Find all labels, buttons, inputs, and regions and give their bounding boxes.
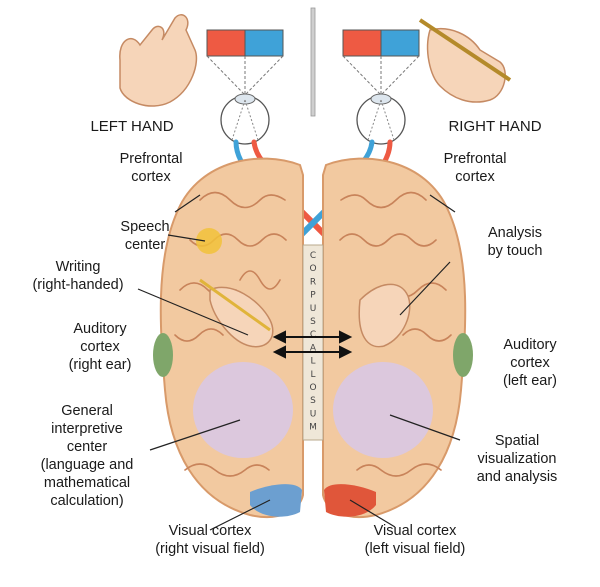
left-auditory-region bbox=[153, 333, 173, 377]
callosum-letter: S bbox=[310, 396, 316, 406]
prefrontal-left-label: Prefrontal cortex bbox=[119, 151, 183, 185]
spatial-label: Spatial visualization and analysis bbox=[476, 433, 558, 485]
callosum-arrows bbox=[272, 330, 353, 359]
right-auditory-region bbox=[453, 333, 473, 377]
right-visual-field-box bbox=[342, 29, 420, 96]
left-interpretive-region bbox=[193, 362, 293, 458]
general-interpretive-label: General interpretive center (language an… bbox=[40, 403, 134, 509]
visual-right-label: Visual cortex (left visual field) bbox=[364, 523, 466, 557]
analysis-touch-label: Analysis by touch bbox=[487, 225, 543, 259]
left-hand-label: LEFT HAND bbox=[90, 118, 174, 135]
callosum-letter: A bbox=[310, 343, 317, 353]
writing-hand-icon bbox=[199, 278, 274, 348]
speech-center-label: Speech center bbox=[120, 219, 170, 253]
callosum-letter: O bbox=[309, 264, 316, 274]
right-eye-icon bbox=[356, 93, 406, 145]
left-visual-field-box bbox=[206, 29, 284, 96]
touch-hand-icon bbox=[358, 283, 411, 348]
auditory-right-label: Auditory cortex (left ear) bbox=[503, 337, 557, 389]
leader-lines bbox=[137, 194, 461, 531]
callosum-letter: U bbox=[310, 304, 317, 314]
divider-bar bbox=[310, 7, 316, 117]
callosum-letter: C bbox=[310, 251, 316, 261]
right-hand-label: RIGHT HAND bbox=[448, 118, 542, 135]
right-spatial-region bbox=[333, 362, 433, 458]
speech-center-region bbox=[196, 228, 222, 254]
callosum-letter: S bbox=[310, 317, 316, 327]
corpus-callosum bbox=[302, 244, 324, 441]
callosum-letter: C bbox=[310, 330, 316, 340]
visual-left-label: Visual cortex (right visual field) bbox=[155, 523, 265, 557]
auditory-left-label: Auditory cortex (right ear) bbox=[68, 321, 132, 373]
callosum-letter: P bbox=[310, 291, 316, 301]
callosum-letter: O bbox=[309, 383, 316, 393]
writing-label: Writing (right-handed) bbox=[32, 259, 124, 293]
left-hand-icon bbox=[119, 14, 198, 107]
callosum-letter: L bbox=[310, 370, 315, 380]
left-visual-cortex-region bbox=[250, 484, 302, 517]
callosum-letter: U bbox=[310, 409, 317, 419]
prefrontal-right-label: Prefrontal cortex bbox=[443, 151, 507, 185]
right-hand-icon bbox=[418, 18, 512, 103]
left-eye-icon bbox=[220, 93, 270, 145]
callosum-letter: M bbox=[309, 423, 317, 433]
callosum-letter: L bbox=[310, 357, 315, 367]
callosum-letter: R bbox=[310, 277, 316, 287]
